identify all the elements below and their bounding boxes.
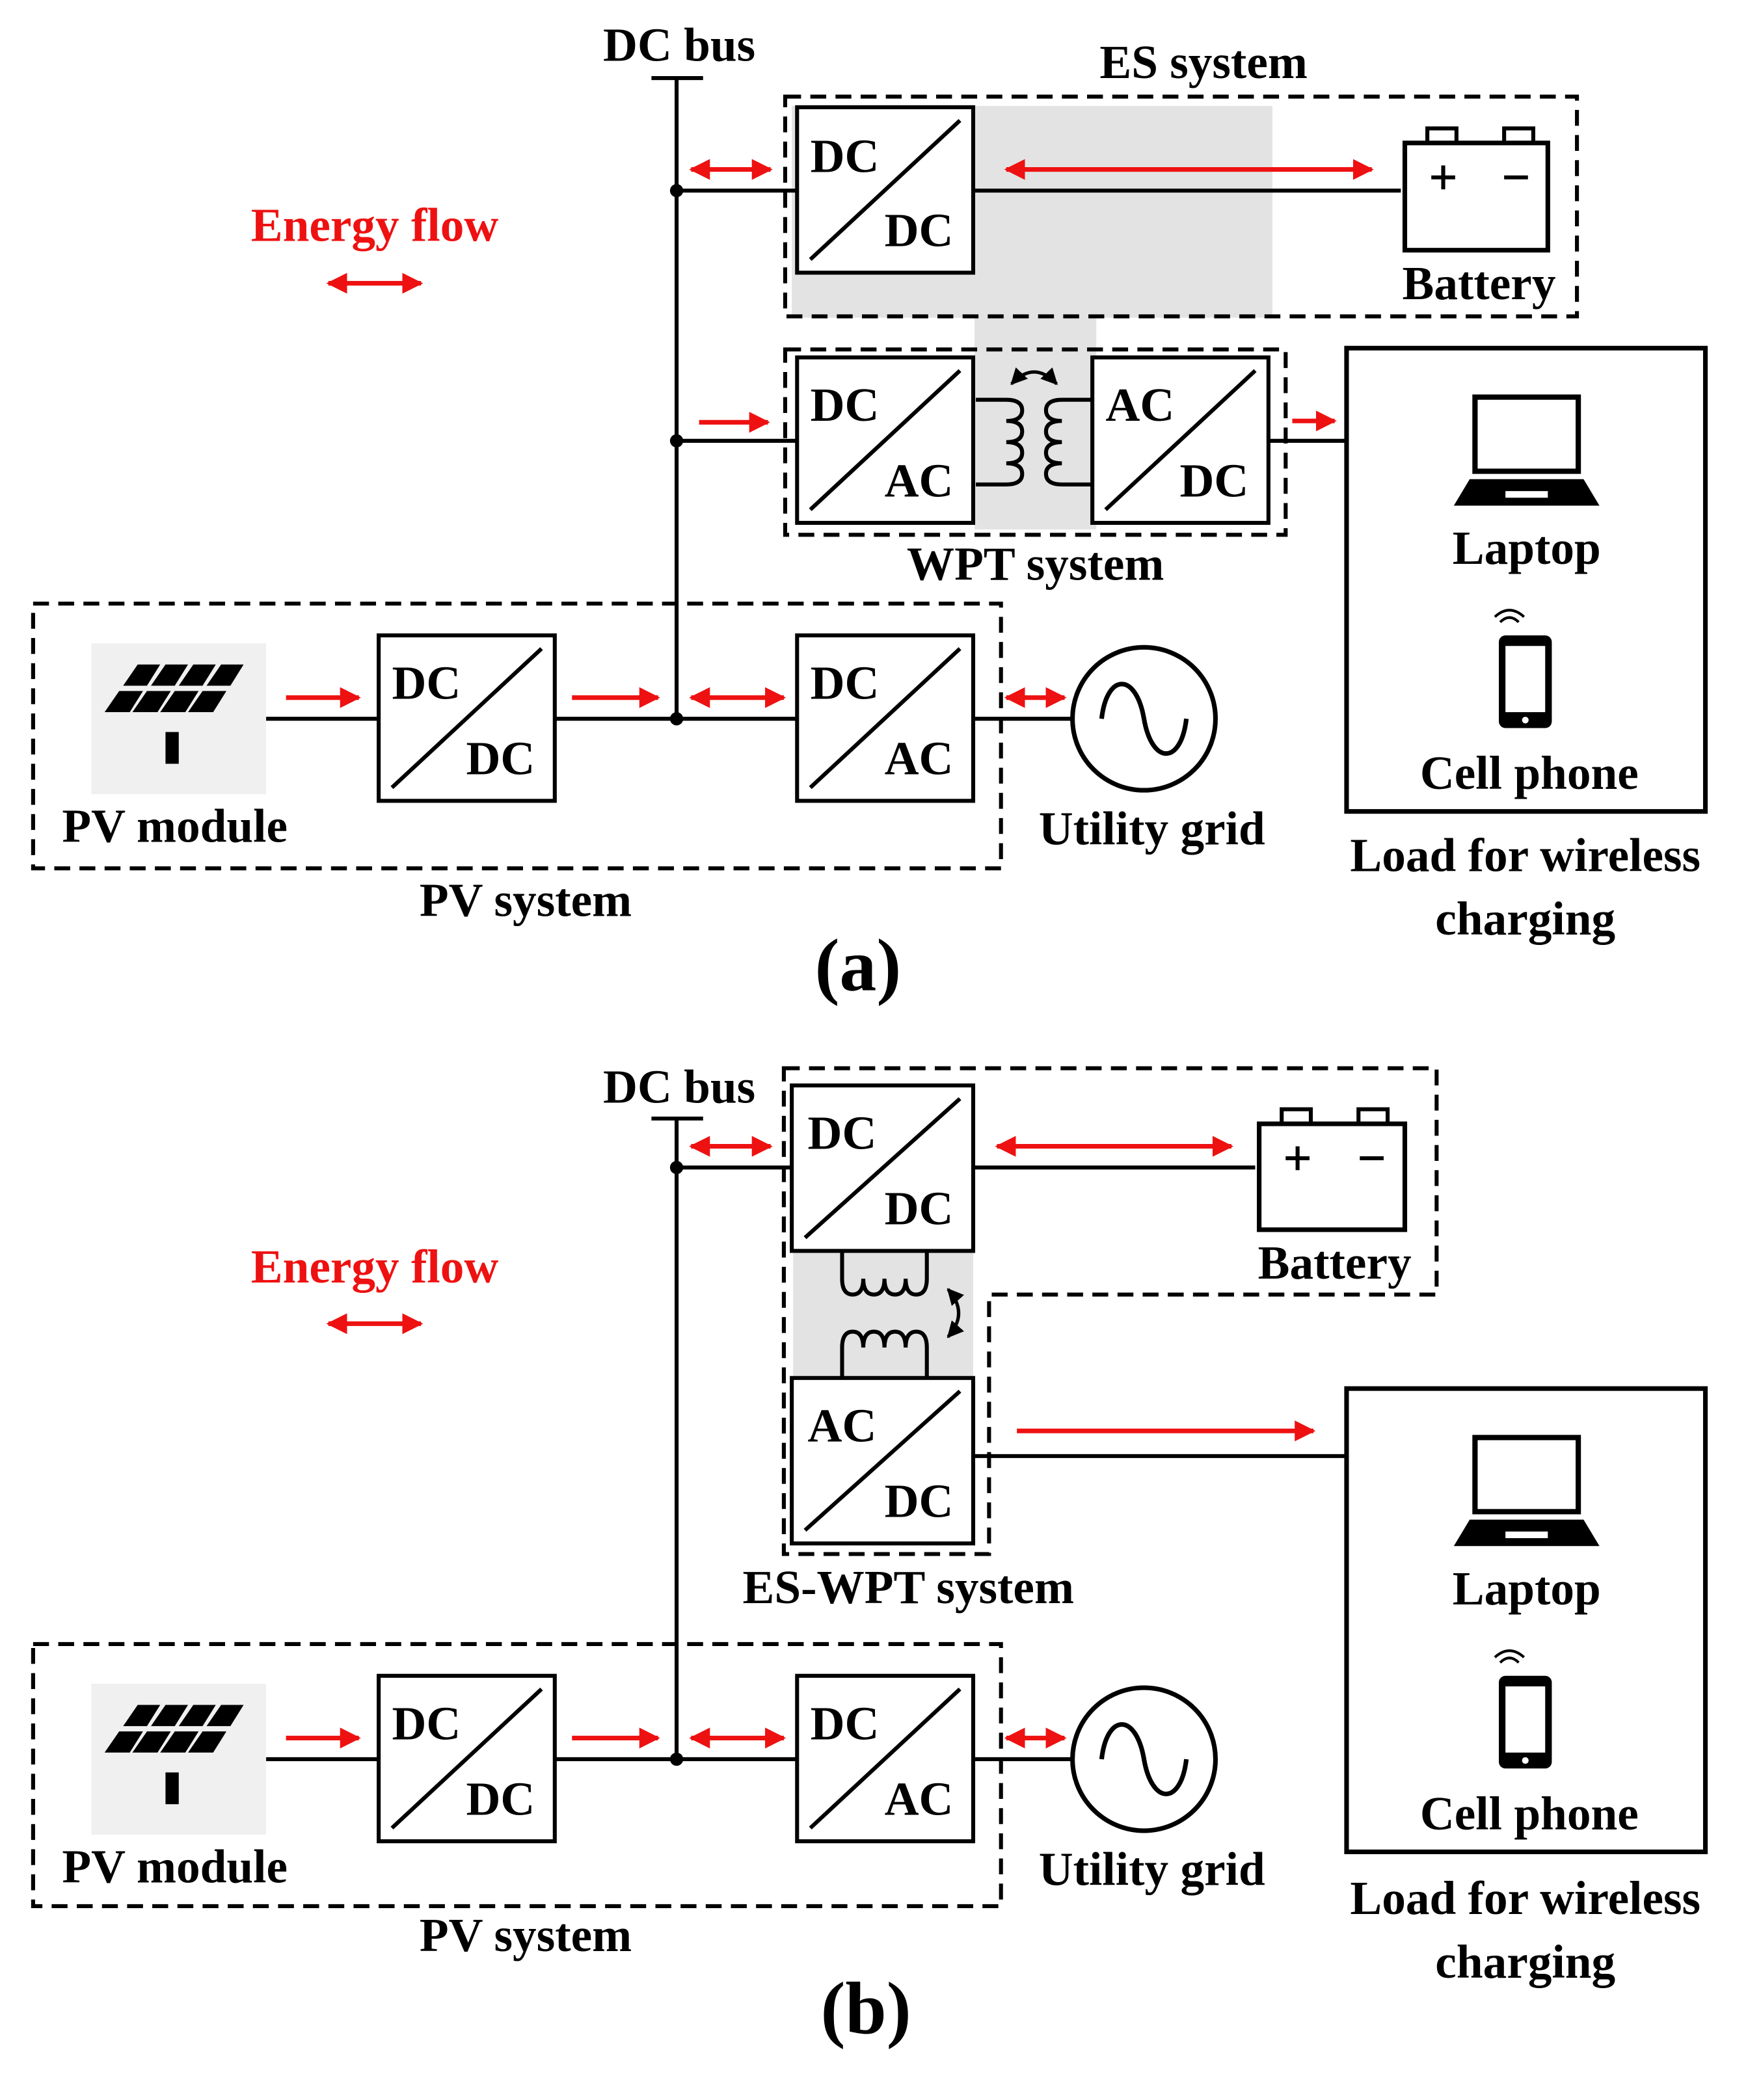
panel-label: (b) bbox=[820, 1967, 911, 2049]
converter-out-label: DC bbox=[466, 1772, 535, 1825]
es-wpt-shade bbox=[793, 1252, 973, 1379]
pv-module-label: PV module bbox=[62, 1840, 288, 1893]
battery-label: Battery bbox=[1258, 1236, 1412, 1289]
pv-dcdc-converter: DC DC bbox=[377, 633, 557, 803]
energy-flow-arrows bbox=[286, 159, 1374, 708]
battery-label: Battery bbox=[1402, 257, 1555, 310]
panel-b: DC DC AC DC DC DC DC AC bbox=[31, 1060, 1708, 2049]
converter-in-label: DC bbox=[808, 1107, 877, 1160]
converter-in-label: AC bbox=[808, 1399, 877, 1452]
pv-system-box bbox=[31, 602, 1003, 871]
converter-in-label: DC bbox=[392, 657, 461, 710]
dc-bus-label: DC bus bbox=[603, 19, 755, 72]
converter-out-label: DC bbox=[885, 1182, 954, 1235]
wpt-acdc-converter: AC DC bbox=[1090, 355, 1270, 525]
grid-dcac-converter: DC AC bbox=[795, 633, 976, 803]
converter-in-label: DC bbox=[811, 379, 880, 431]
cell-phone-icon bbox=[1494, 609, 1552, 728]
coil-icon bbox=[976, 367, 1093, 486]
converter-in-label: DC bbox=[811, 130, 880, 183]
es-dcdc-converter: DC DC bbox=[795, 105, 976, 275]
ac-source-icon bbox=[1070, 645, 1218, 793]
battery-icon bbox=[1402, 126, 1550, 253]
converter-out-label: AC bbox=[885, 732, 954, 785]
wpt-shade bbox=[975, 317, 1097, 530]
wpt-system-label: WPT system bbox=[907, 537, 1164, 590]
ac-source-icon bbox=[1070, 1685, 1218, 1833]
laptop-label: Laptop bbox=[1453, 522, 1601, 574]
solar-panel-icon bbox=[91, 1683, 267, 1835]
load-label-line1: Load for wireless bbox=[1350, 829, 1701, 881]
solar-panel-icon bbox=[91, 643, 267, 795]
load-label-line2: charging bbox=[1435, 892, 1615, 945]
es-dcdc-converter: DC DC bbox=[790, 1083, 976, 1253]
converter-out-label: DC bbox=[1179, 454, 1248, 507]
laptop-label: Laptop bbox=[1453, 1562, 1601, 1615]
battery-icon bbox=[1257, 1107, 1408, 1232]
converter-in-label: AC bbox=[1106, 379, 1175, 431]
pv-system-label: PV system bbox=[420, 1909, 632, 1961]
converter-out-label: DC bbox=[885, 1475, 954, 1528]
converter-out-label: DC bbox=[466, 732, 535, 785]
cell-phone-label: Cell phone bbox=[1420, 747, 1639, 799]
es-wpt-system-label: ES-WPT system bbox=[742, 1561, 1073, 1614]
laptop-icon bbox=[1453, 1435, 1600, 1547]
pv-system-box bbox=[31, 1641, 1003, 1908]
es-system-label: ES system bbox=[1099, 36, 1308, 88]
panel-label: (a) bbox=[814, 924, 901, 1006]
pv-dcdc-converter: DC DC bbox=[377, 1673, 557, 1844]
es-system-box bbox=[783, 94, 1580, 319]
utility-grid-label: Utility grid bbox=[1039, 803, 1265, 855]
utility-grid-label: Utility grid bbox=[1039, 1842, 1265, 1895]
dc-bus-label: DC bus bbox=[603, 1060, 755, 1113]
converter-out-label: DC bbox=[885, 204, 954, 257]
pv-system-label: PV system bbox=[420, 873, 632, 926]
converter-in-label: DC bbox=[811, 657, 880, 710]
energy-flow-label: Energy flow bbox=[251, 1240, 499, 1293]
coil-icon bbox=[840, 1251, 965, 1378]
es-wpt-system-box bbox=[781, 1066, 1439, 1556]
energy-flow-label: Energy flow bbox=[251, 198, 499, 251]
wpt-acdc-converter: AC DC bbox=[790, 1376, 976, 1546]
converter-out-label: AC bbox=[885, 1772, 954, 1825]
laptop-icon bbox=[1453, 394, 1600, 506]
energy-flow-arrows bbox=[286, 1136, 1316, 1749]
load-label-line1: Load for wireless bbox=[1350, 1872, 1701, 1924]
pv-module-label: PV module bbox=[62, 799, 288, 852]
grid-dcac-converter: DC AC bbox=[795, 1673, 976, 1844]
cell-phone-icon bbox=[1494, 1649, 1552, 1769]
cell-phone-label: Cell phone bbox=[1420, 1787, 1639, 1840]
load-label-line2: charging bbox=[1435, 1935, 1615, 1988]
converter-in-label: DC bbox=[392, 1697, 461, 1749]
converter-out-label: AC bbox=[885, 454, 954, 507]
wpt-dcac-converter: DC AC bbox=[795, 355, 976, 525]
converter-in-label: DC bbox=[811, 1697, 880, 1749]
panel-a: DC DC DC AC AC DC DC DC DC AC bbox=[31, 19, 1708, 1006]
